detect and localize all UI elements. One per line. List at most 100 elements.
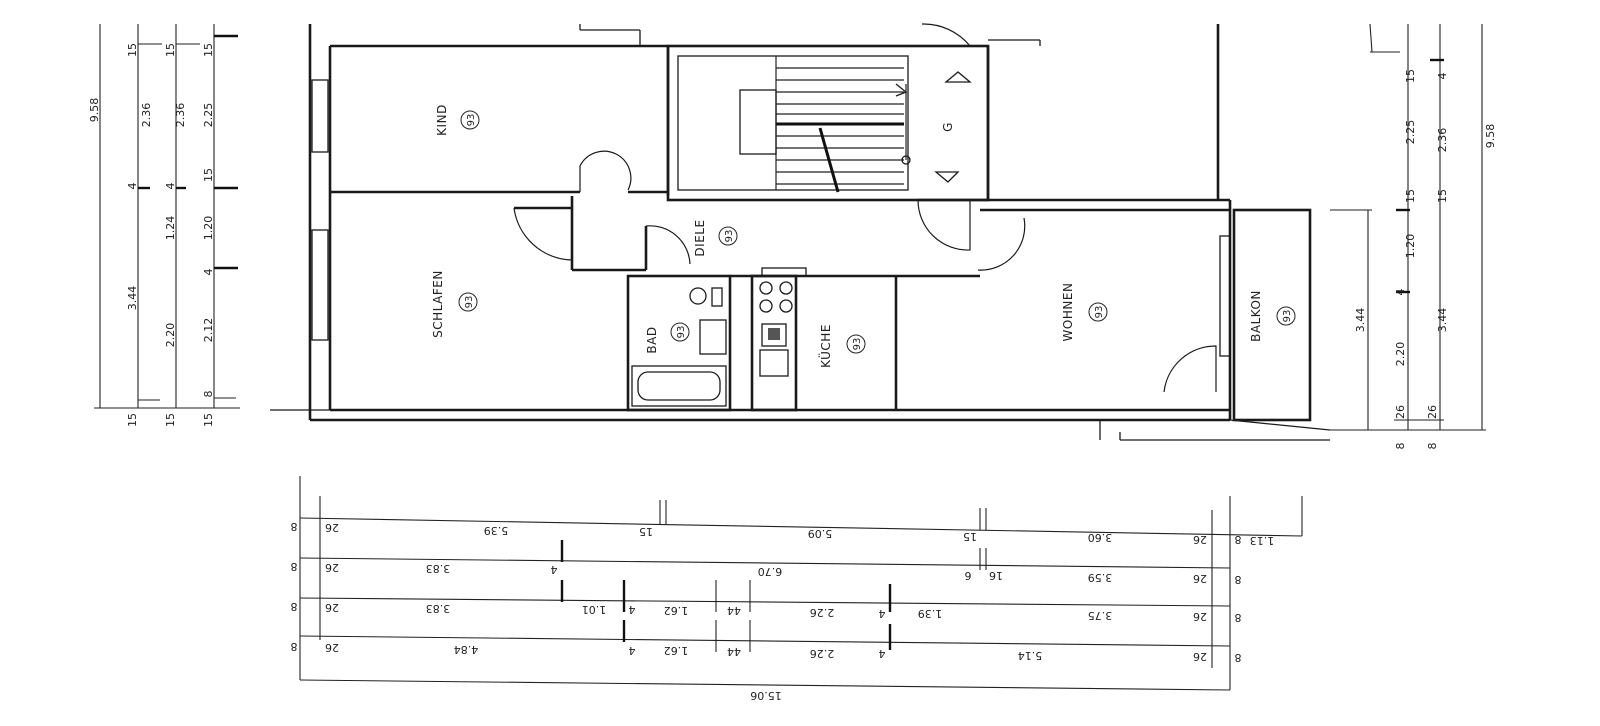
height-value: 93 bbox=[1282, 310, 1293, 323]
dim-label: 26 bbox=[325, 521, 339, 534]
dim-label: 3.59 bbox=[1088, 571, 1113, 584]
room-label-diele: DIELE bbox=[693, 219, 707, 256]
dim-label: 1.13 bbox=[1250, 534, 1275, 547]
dim-label: 2.25 bbox=[202, 103, 215, 128]
dim-label: 4 bbox=[629, 644, 636, 657]
dim-label: 3.44 bbox=[1436, 308, 1449, 333]
bottom-dimension-labels: 8 26 5.39 15 5.09 15 3.60 26 8 1.13 8 26… bbox=[291, 520, 1275, 702]
dim-label: 4 bbox=[551, 563, 558, 576]
dim-label: 8 bbox=[1426, 443, 1439, 450]
dim-label: 26 bbox=[1193, 572, 1207, 585]
room-bad: BAD 93 bbox=[645, 322, 690, 354]
height-value: 93 bbox=[724, 230, 735, 243]
height-badge: 93 bbox=[846, 334, 866, 354]
dim-label: 2.36 bbox=[1436, 128, 1449, 153]
room-label-balkon: BALKON bbox=[1249, 290, 1263, 342]
dim-label: 26 bbox=[1193, 533, 1207, 546]
dim-label: 3.44 bbox=[126, 286, 139, 311]
dim-label: 15 bbox=[1404, 69, 1417, 83]
dim-label: 2.12 bbox=[202, 318, 215, 343]
dim-label: 15 bbox=[639, 525, 653, 538]
dim-label: 26 bbox=[325, 641, 339, 654]
dim-label: 15 bbox=[126, 413, 139, 427]
dim-label: 6.70 bbox=[758, 565, 783, 578]
dim-label: 1.62 bbox=[664, 644, 689, 657]
dim-total-label: 15.06 bbox=[750, 689, 782, 702]
dim-label: 15 bbox=[202, 168, 215, 182]
dim-label: 4 bbox=[1394, 289, 1407, 296]
dim-label: 4 bbox=[879, 607, 886, 620]
dim-label: 2.36 bbox=[140, 103, 153, 128]
dim-label: 2.36 bbox=[174, 103, 187, 128]
dim-label: 4 bbox=[164, 183, 177, 190]
dim-label: 8 bbox=[1235, 533, 1242, 546]
height-value: 93 bbox=[464, 296, 475, 309]
dim-label: 2.20 bbox=[1394, 342, 1407, 367]
height-badge: 93 bbox=[1088, 302, 1108, 322]
room-kueche: KÜCHE 93 bbox=[817, 324, 866, 368]
dim-label: 26 bbox=[325, 561, 339, 574]
dim-label: 3.83 bbox=[426, 602, 451, 615]
dim-label: 8 bbox=[1235, 573, 1242, 586]
dim-label: 4 bbox=[1436, 73, 1449, 80]
doors bbox=[513, 23, 1217, 393]
dim-label: 8 bbox=[291, 560, 298, 573]
dim-label: 15 bbox=[1436, 189, 1449, 203]
dim-label: 1.01 bbox=[582, 603, 607, 616]
room-label-kind: KIND bbox=[435, 104, 449, 136]
right-dimension-labels: 3.44 15 2.25 15 1.20 4 2.20 26 8 4 2.36 … bbox=[1354, 69, 1497, 450]
left-dimension-chains bbox=[94, 24, 240, 409]
room-label-schlafen: SCHLAFEN bbox=[431, 270, 445, 338]
room-schlafen: SCHLAFEN 93 bbox=[431, 270, 478, 338]
room-label-bad: BAD bbox=[645, 326, 659, 353]
height-value: 93 bbox=[1094, 306, 1105, 319]
dim-label: 26 bbox=[1394, 405, 1407, 419]
height-badge: 93 bbox=[460, 110, 480, 130]
dim-label: 8 bbox=[291, 600, 298, 613]
dim-label: 4 bbox=[126, 183, 139, 190]
dim-label: 26 bbox=[1193, 650, 1207, 663]
dim-label: 26 bbox=[325, 601, 339, 614]
dim-label: 15 bbox=[963, 530, 977, 543]
dim-label: 26 bbox=[1426, 405, 1439, 419]
dim-label: 1.24 bbox=[164, 216, 177, 241]
dim-label: 3.44 bbox=[1354, 308, 1367, 333]
height-badge: 93 bbox=[458, 292, 478, 312]
dim-label: 3.83 bbox=[426, 562, 451, 575]
room-wohnen: WOHNEN 93 bbox=[1061, 283, 1108, 342]
dim-label: 2.25 bbox=[1404, 120, 1417, 145]
dim-label: 15 bbox=[202, 43, 215, 57]
dim-label: 9.58 bbox=[88, 98, 101, 123]
dim-label: 4 bbox=[629, 603, 636, 616]
dim-label: 8 bbox=[1394, 443, 1407, 450]
dim-label: 5.14 bbox=[1018, 649, 1043, 662]
right-dimension-chains bbox=[1330, 23, 1486, 431]
height-value: 93 bbox=[852, 338, 863, 351]
dim-label: 1.20 bbox=[1404, 234, 1417, 259]
dim-label: 4 bbox=[879, 647, 886, 660]
dim-label: 3.75 bbox=[1088, 609, 1113, 622]
height-badge: 93 bbox=[718, 226, 738, 246]
dim-label: 15 bbox=[164, 43, 177, 57]
bottom-dimension-chains bbox=[299, 476, 1303, 691]
dim-label: 3.60 bbox=[1088, 531, 1113, 544]
dim-label: 1.20 bbox=[202, 216, 215, 241]
dim-label: 5.09 bbox=[808, 527, 833, 540]
dim-label: 1.39 bbox=[918, 607, 943, 620]
height-badge: 93 bbox=[1276, 306, 1296, 326]
stair-label: G bbox=[941, 122, 955, 132]
dim-label: 1.62 bbox=[664, 604, 689, 617]
dim-label: 9.58 bbox=[1484, 124, 1497, 149]
dim-label: 2.26 bbox=[810, 606, 835, 619]
room-diele: DIELE 93 bbox=[693, 219, 738, 257]
dim-label: 15 bbox=[202, 413, 215, 427]
room-labels: KIND 93 SCHLAFEN 93 BAD 93 DIELE 93 bbox=[431, 104, 1296, 368]
dim-label: 2.20 bbox=[164, 323, 177, 348]
room-label-kueche: KÜCHE bbox=[817, 324, 833, 368]
room-label-wohnen: WOHNEN bbox=[1061, 283, 1075, 342]
dim-label: 15 bbox=[164, 413, 177, 427]
dim-label: 4 bbox=[202, 269, 215, 276]
dim-label: 2.26 bbox=[810, 647, 835, 660]
dim-label: 16 bbox=[989, 569, 1003, 582]
